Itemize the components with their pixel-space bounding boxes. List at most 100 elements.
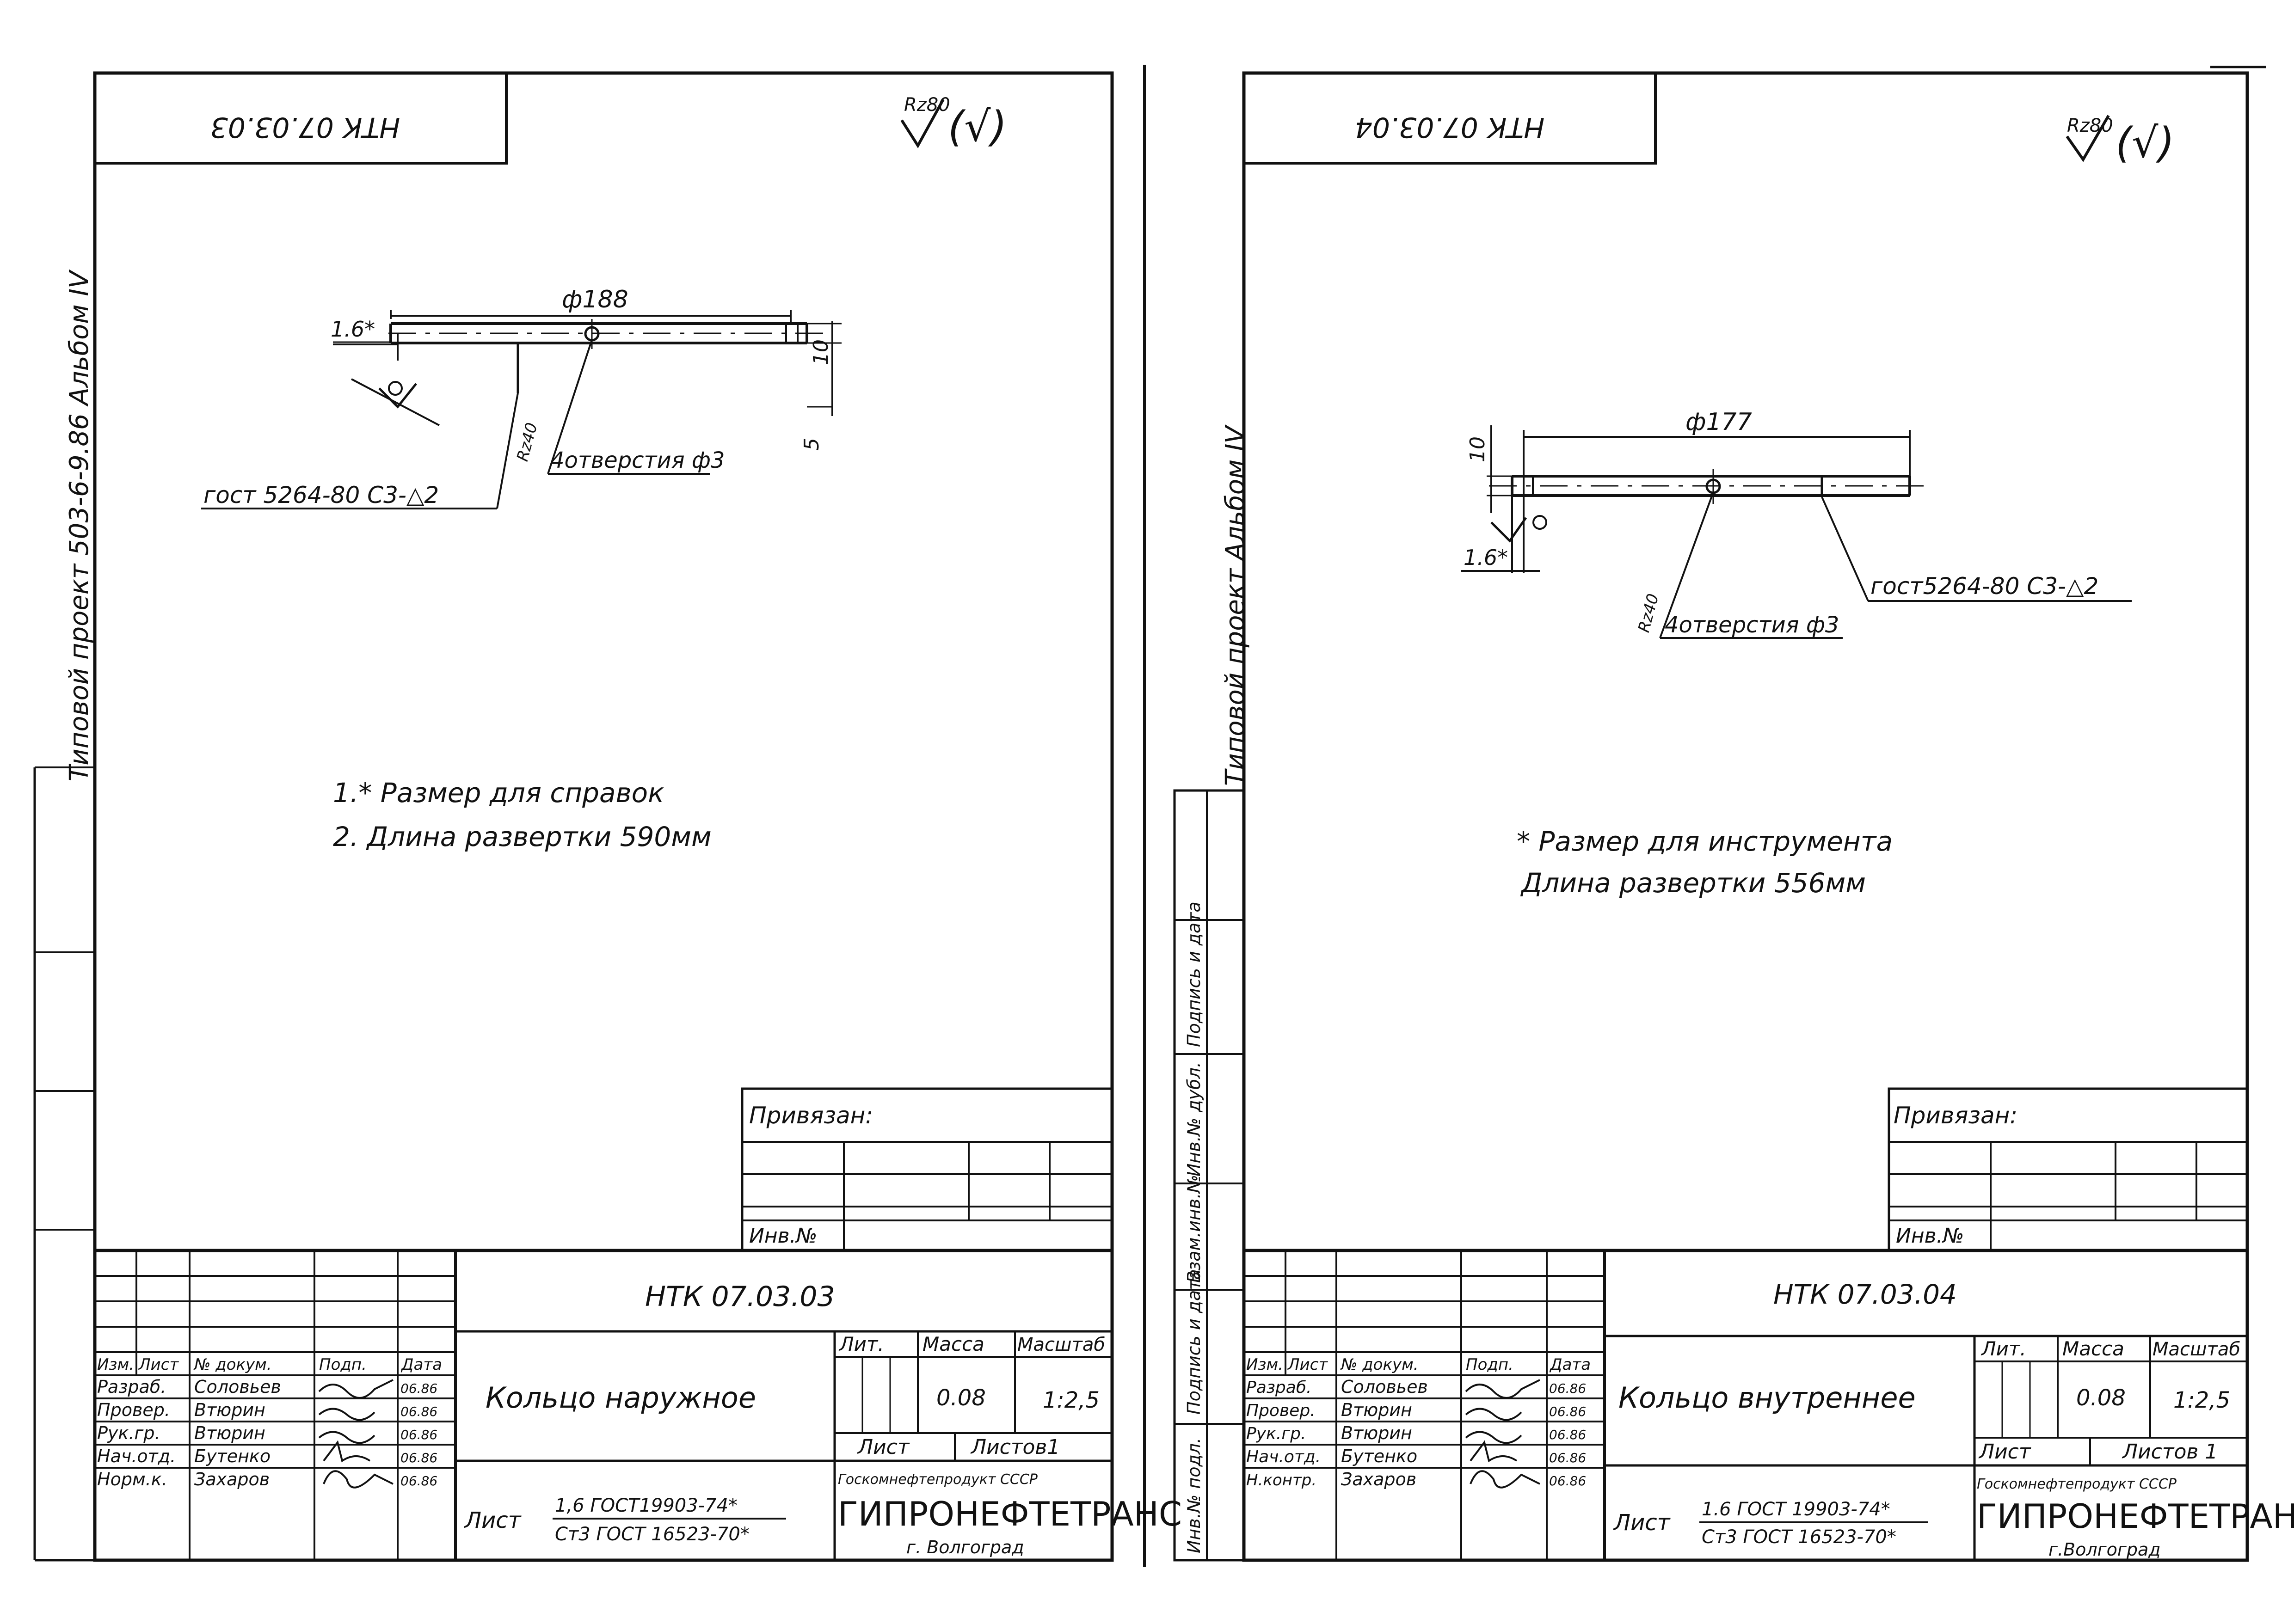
left-row-date: 06.86: [400, 1404, 437, 1419]
left-privyazan-label: Привязан:: [749, 1102, 873, 1129]
left-hdr-list: Лист: [138, 1355, 179, 1374]
right-note-2: Длина развертки 556мм: [1520, 867, 1866, 899]
right-hdr-list: Лист: [1287, 1355, 1328, 1374]
right-dim-thick: 1.6*: [1464, 545, 1508, 570]
left-row-date: 06.86: [400, 1473, 437, 1489]
left-roughness-paren: (√): [948, 103, 1007, 151]
right-row-name: Соловьев: [1341, 1377, 1428, 1397]
right-stamp-podpis-2: Подпись и дата: [1184, 901, 1204, 1047]
right-hdr-doc: № докум.: [1340, 1355, 1419, 1374]
right-row-role: Разраб.: [1246, 1378, 1311, 1397]
left-row-name: Втюрин: [194, 1423, 265, 1443]
left-row-role: Нач.отд.: [97, 1446, 176, 1466]
right-stamp-strip: Инв.№ подл. Подпись и дата Взам.инв.№ Ин…: [1173, 789, 1245, 1562]
right-material-word: Лист: [1613, 1510, 1671, 1536]
right-org-2: ГИПРОНЕФТЕТРАНС: [1977, 1497, 2294, 1536]
left-holes-label: 4отверстия ф3: [550, 447, 725, 473]
right-mass-value: 0.08: [2076, 1385, 2126, 1411]
left-dim-5: 5: [800, 438, 824, 451]
signature-icon: [1465, 1408, 1522, 1421]
right-holes-label: 4отверстия ф3: [1665, 612, 1839, 638]
left-code-flipped: НТК 07.03.03: [210, 111, 400, 143]
left-list-label: Лист: [857, 1435, 910, 1459]
right-code: НТК 07.03.04: [1773, 1279, 1957, 1310]
left-listov-label: Листов1: [970, 1435, 1060, 1459]
right-row-date: 06.86: [1549, 1404, 1586, 1419]
right-hdr-izm: Изм.: [1246, 1355, 1283, 1374]
signature-icon: [323, 1470, 394, 1489]
left-mass-value: 0.08: [936, 1385, 986, 1411]
right-dim-diam: ф177: [1685, 408, 1752, 436]
right-row-role: Н.контр.: [1246, 1471, 1316, 1489]
signature-icon: [1470, 1440, 1518, 1463]
left-code-box: [93, 72, 508, 165]
left-scale-label: Масштаб: [1017, 1334, 1105, 1355]
right-row-date: 06.86: [1549, 1473, 1586, 1489]
right-org-1: Госкомнефтепродукт СССР: [1977, 1476, 2177, 1492]
left-mass-label: Масса: [923, 1333, 984, 1355]
right-side-label: Типовой проект Альбом IV: [1220, 424, 1250, 786]
right-stamp-inv-podl: Инв.№ подл.: [1184, 1438, 1204, 1553]
left-roughness-icon: [900, 98, 945, 148]
right-org-3: г.Волгоград: [2048, 1539, 2161, 1560]
left-org-2: ГИПРОНЕФТЕТРАНС: [838, 1495, 1182, 1533]
right-hdr-sign: Подп.: [1466, 1355, 1513, 1374]
left-lit-label: Лит.: [838, 1333, 884, 1355]
left-row-role: Провер.: [97, 1400, 170, 1420]
left-material-word: Лист: [464, 1508, 522, 1533]
right-material-1: 1.6 ГОСТ 19903-74*: [1702, 1499, 1890, 1520]
right-row-name: Втюрин: [1341, 1423, 1412, 1443]
left-side-label: Типовой проект 503-6-9.86 Альбом IV: [64, 269, 94, 781]
right-ring-drawing: ф177 10 1.6* 4отверстия ф3 Rz40 гост5264…: [1461, 408, 2132, 639]
left-hdr-sign: Подп.: [319, 1355, 367, 1374]
right-row-role: Рук.гр.: [1246, 1424, 1306, 1443]
right-title-block: Изм. Лист № докум. Подп. Дата Разраб. Со…: [1242, 1249, 2294, 1562]
left-rough-small: Rz40: [513, 421, 541, 463]
signature-icon: [318, 1431, 375, 1444]
left-row-role: Рук.гр.: [97, 1423, 160, 1443]
left-dim-height: 10: [809, 339, 833, 365]
left-row-date: 06.86: [400, 1381, 437, 1396]
left-org-1: Госкомнефтепродукт СССР: [838, 1471, 1038, 1488]
left-row-name: Соловьев: [194, 1377, 281, 1397]
left-org-3: г. Волгоград: [906, 1537, 1024, 1557]
left-note-1: 1.* Размер для справок: [333, 777, 664, 809]
left-material-1: 1,6 ГОСТ19903-74*: [555, 1495, 738, 1516]
left-hdr-doc: № докум.: [193, 1355, 272, 1374]
left-row-date: 06.86: [400, 1450, 437, 1465]
right-material-2: Ст3 ГОСТ 16523-70*: [1702, 1526, 1896, 1548]
left-title: Кольцо наружное: [486, 1381, 756, 1415]
signature-icon: [318, 1379, 394, 1399]
left-note-2: 2. Длина развертки 590мм: [333, 821, 712, 852]
right-inv-label: Инв.№: [1896, 1224, 1964, 1248]
right-code-flipped: НТК 07.03.04: [1355, 111, 1545, 143]
right-roughness-paren: (√): [2116, 119, 2175, 167]
left-scale-value: 1:2,5: [1043, 1387, 1100, 1413]
right-dim-height: 10: [1466, 436, 1489, 462]
left-code: НТК 07.03.03: [645, 1281, 835, 1313]
left-inv-label: Инв.№: [749, 1224, 817, 1248]
right-privyazan-block: Привязан: Инв.№: [1888, 1087, 2249, 1252]
left-title-block: Изм. Лист № докум. Подп. Дата Разраб. Со…: [93, 1249, 1182, 1562]
left-material-2: Ст3 ГОСТ 16523-70*: [555, 1524, 750, 1545]
left-row-name: Бутенко: [194, 1446, 271, 1466]
right-stamp-podpis-1: Подпись и дата: [1184, 1269, 1204, 1415]
right-stamp-vzam-inv: Взам.инв.№: [1184, 1175, 1204, 1283]
right-roughness-icon: [2066, 115, 2110, 162]
right-scale-label: Масштаб: [2153, 1339, 2240, 1360]
right-row-role: Нач.отд.: [1246, 1447, 1321, 1466]
right-rough-small: Rz40: [1635, 592, 1663, 634]
left-dim-diam: ф188: [562, 286, 628, 313]
signature-icon: [323, 1440, 371, 1463]
right-row-date: 06.86: [1549, 1450, 1586, 1465]
signature-icon: [1465, 1379, 1540, 1399]
left-roughness-label: Rz80: [904, 94, 950, 116]
signature-icon: [1470, 1470, 1540, 1489]
right-row-name: Втюрин: [1341, 1400, 1412, 1420]
right-code-box: [1242, 72, 1657, 165]
right-row-date: 06.86: [1549, 1427, 1586, 1442]
signature-icon: [1465, 1431, 1522, 1444]
right-mass-label: Масса: [2062, 1337, 2124, 1360]
right-listov-label: Листов 1: [2122, 1440, 2218, 1464]
